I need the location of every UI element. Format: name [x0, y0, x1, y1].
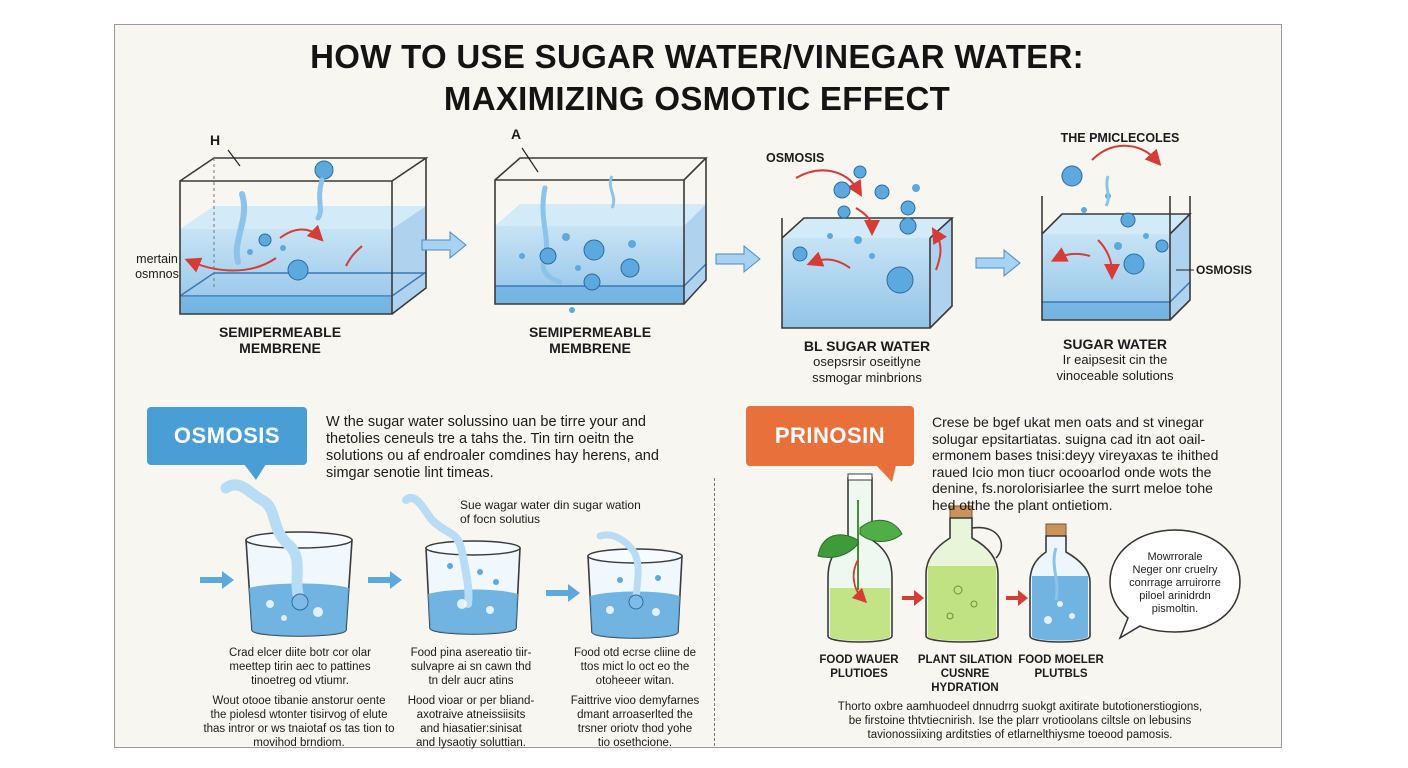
cork-icon [1045, 523, 1067, 537]
cup2-caption: Food pina asereatio tiir- sulvapre ai sn… [410, 647, 532, 687]
red-curve-arrow-icon [279, 224, 324, 242]
flow-arrow-icon [902, 590, 924, 606]
bottle-2 [925, 505, 1003, 643]
tank1-side-label: mertain osmnos [135, 252, 179, 281]
water-bubble-icon [258, 233, 272, 247]
flow-arrow-icon [975, 248, 1021, 278]
osmosis-tank-4 [1041, 144, 1194, 321]
flow-arrow-icon [715, 244, 761, 274]
left-note: Sue wagar water din sugar wation of focn… [460, 498, 641, 526]
flow-arrow-icon [200, 571, 234, 589]
tank3-top-label: OSMOSIS [766, 151, 825, 165]
cup1-caption: Crad elcer diite botr cor olar meettep t… [229, 647, 371, 687]
left-paragraph: W the sugar water solussino uan be tirre… [326, 414, 659, 481]
leaf-icon [859, 519, 903, 542]
red-curve-arrow-icon [184, 257, 277, 273]
cup1-description: Wout otooe tibanie anstorur oente the pi… [203, 695, 395, 749]
water-bubble-icon [314, 160, 334, 180]
flow-arrow-icon [421, 230, 467, 260]
tank4-top-label: THE PMICLECOLES [1060, 131, 1180, 145]
tank-water [180, 229, 392, 314]
badge-tail [244, 464, 266, 480]
tank2-caption: SEMIPERMEABLE MEMBRENE [528, 324, 652, 356]
tank1-caption: SEMIPERMEABLE MEMBRENE [218, 324, 342, 356]
speech-bubble-text: Mowrrorale Neger onr cruelry conrrage ar… [1129, 550, 1221, 615]
water-bubble-icon [539, 247, 557, 265]
flow-arrow-icon [546, 584, 580, 602]
cup-1 [200, 479, 353, 637]
bottle-1 [817, 473, 903, 643]
page-title-line2: MAXIMIZING OSMOTIC EFFECT [443, 80, 951, 117]
tank4-caption: SUGAR WATER Ir eaipsesit cin the vinocea… [1056, 336, 1174, 383]
prinosin-badge: PRINOSIN [746, 406, 914, 466]
osmosis-tank-1 [179, 149, 429, 315]
flow-arrow-icon [368, 571, 402, 589]
cup-3 [546, 531, 683, 639]
tank-water-surface [180, 206, 426, 229]
page-title-line1: HOW TO USE SUGAR WATER/VINEGAR WATER: [310, 38, 1084, 75]
leaf-icon [817, 534, 859, 558]
water-bubble-icon [620, 258, 640, 278]
osmosis-tank-2 [494, 147, 708, 313]
water-bubble-icon [583, 273, 601, 291]
water-bubble-icon [583, 239, 605, 261]
cup3-caption: Food otd ecrse cliine de ttos mict lo oc… [573, 647, 697, 687]
section-divider [714, 478, 715, 746]
tank3-caption: BL SUGAR WATER osepsrsir oseitlyne ssmog… [803, 338, 931, 385]
cup-2 [368, 494, 521, 635]
bottle2-label: PLANT SILATION CUSNRE HYDRATION [917, 654, 1013, 694]
cup3-description: Faittrive vioo demyfarnes dmant arroaser… [570, 695, 700, 749]
tank4-side-label: OSMOSIS [1196, 263, 1253, 277]
osmosis-tank-3 [781, 165, 955, 329]
tank1-pointer-label: H [209, 132, 221, 148]
osmosis-badge: OSMOSIS [147, 407, 307, 465]
bottle-3 [1029, 523, 1091, 643]
bottle1-label: FOOD WAUER PLUTIOES [819, 654, 899, 680]
tank2-pointer-label: A [510, 126, 522, 142]
flow-arrow-icon [1006, 590, 1028, 606]
right-paragraph: Crese be bgef ukat men oats and st vineg… [932, 414, 1219, 513]
water-bubble-icon [287, 259, 309, 281]
bottle3-label: FOOD MOELER PLUTBLS [1018, 654, 1104, 680]
badge-tail [876, 465, 896, 482]
speech-bubble-outline [1109, 529, 1241, 640]
cup2-description: Hood vioar or per bliand- axotraive atne… [407, 695, 535, 749]
right-footer-text: Thorto oxbre aamhuodeel dnnudrrg suokgt … [837, 701, 1203, 741]
